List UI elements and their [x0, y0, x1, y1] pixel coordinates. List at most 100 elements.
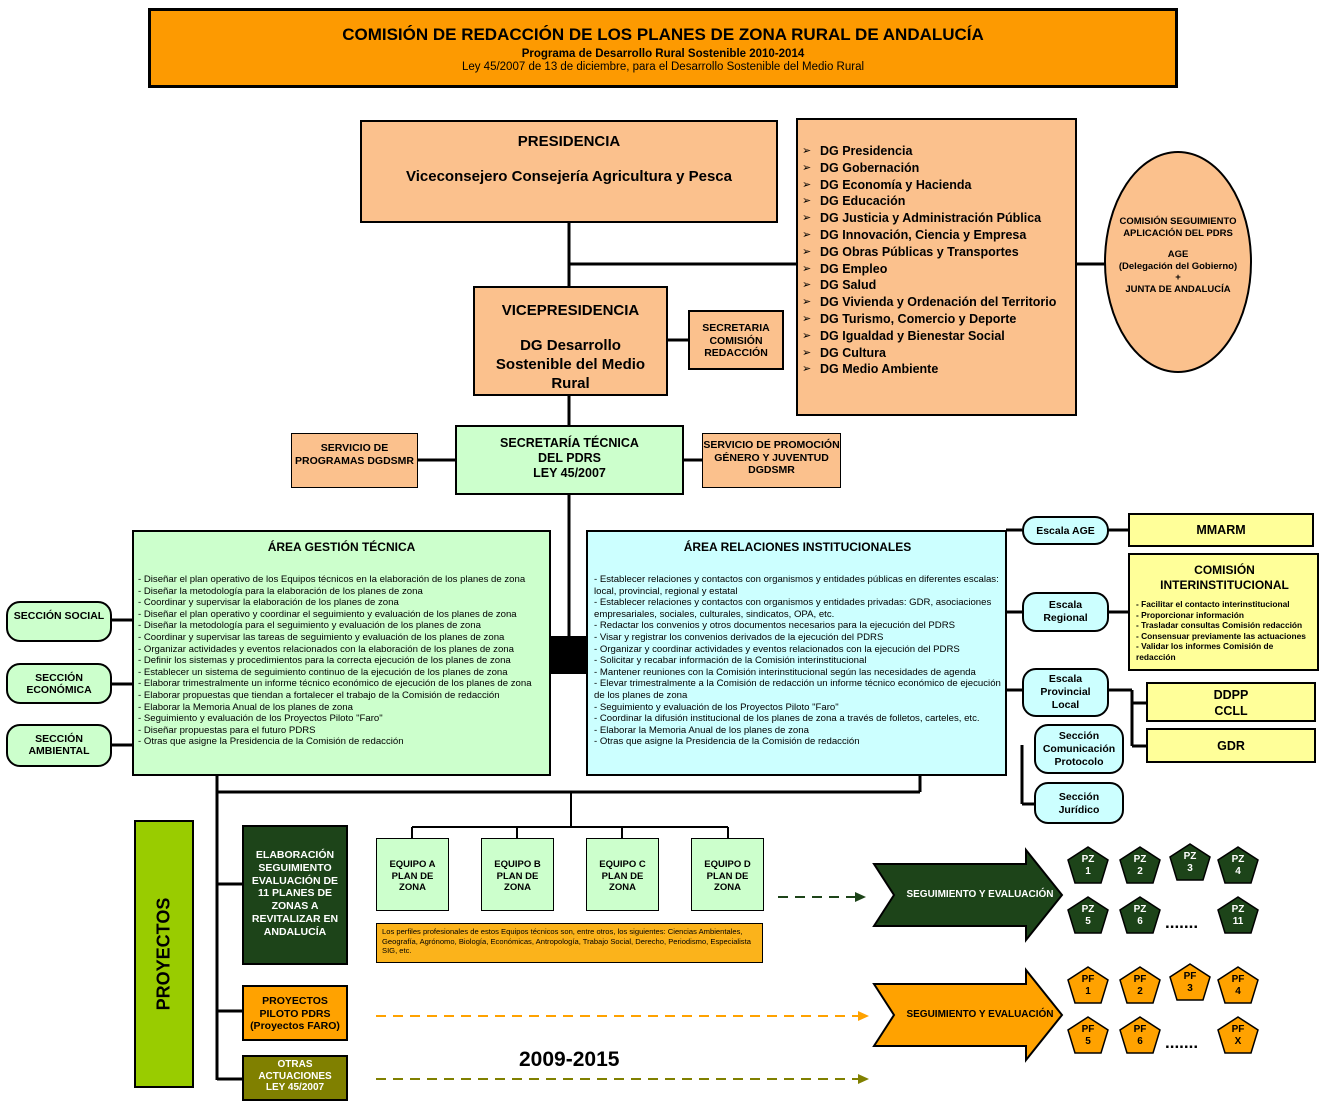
- area-relaciones-task: - Establecer relaciones y contactos con …: [594, 597, 992, 620]
- mmarm-box: MMARM: [1128, 513, 1314, 547]
- area-relaciones-box: ÁREA RELACIONES INSTITUCIONALES - Establ…: [586, 530, 1007, 776]
- seccion-comunicacion: Sección Comunicación Protocolo: [1034, 724, 1124, 774]
- comision-seguimiento-plus: +: [1175, 272, 1181, 283]
- area-gestion-tasks: - Diseñar el plan operativo de los Equip…: [138, 574, 545, 748]
- otras-actuaciones-box: OTRAS ACTUACIONES LEY 45/2007: [242, 1055, 348, 1101]
- area-gestion-task: - Diseñar la metodología para el seguimi…: [138, 620, 481, 632]
- area-gestion-task: - Elaborar propuestas que tiendan a fort…: [138, 689, 500, 701]
- comision-seguimiento-age: AGE: [1167, 249, 1189, 260]
- dg-list-item: DG Cultura: [798, 345, 1075, 362]
- area-relaciones-tasks: - Establecer relaciones y contactos con …: [594, 574, 1001, 748]
- area-gestion-task: - Elaborar la Memoria Anual de los plane…: [138, 701, 353, 713]
- title-subtitle: Programa de Desarrollo Rural Sostenible …: [521, 48, 805, 60]
- area-gestion-task: - Seguimiento y evaluación de los Proyec…: [138, 713, 383, 725]
- comision-seguimiento: COMISIÓN SEGUIMIENTO APLICACIÓN DEL PDRS…: [1108, 216, 1248, 295]
- dg-list-item: DG Gobernación: [798, 160, 1075, 177]
- area-gestion-task: - Diseñar el plan operativo y coordinar …: [138, 608, 517, 620]
- area-gestion-task: - Diseñar la metodología para la elabora…: [138, 585, 423, 597]
- elaboracion-box: ELABORACIÓN SEGUIMIENTO EVALUACIÓN DE 11…: [242, 825, 348, 965]
- equipo-box: EQUIPO A PLAN DE ZONA: [376, 838, 449, 911]
- big-arrow-pf: [872, 967, 1064, 1063]
- area-relaciones-task: - Visar y registrar los convenios deriva…: [594, 631, 884, 643]
- area-gestion-task: - Elaborar trimestralmente un informe té…: [138, 678, 532, 690]
- vicepresidencia-body: DG Desarrollo Sostenible del Medio Rural: [495, 337, 646, 392]
- comision-seguimiento-delegacion: (Delegación del Gobierno): [1118, 260, 1238, 272]
- seguimiento-label-pz: SEGUIMIENTO Y EVALUACIÓN: [906, 889, 1054, 900]
- area-relaciones-task: - Mantener reuniones con la Comisión int…: [594, 666, 976, 678]
- seccion-economica: SECCIÓN ECONÓMICA: [6, 663, 112, 704]
- area-relaciones-task: - Coordinar la difusión institucional de…: [594, 713, 980, 725]
- comision-interinstitucional-item: - Proporcionar información: [1136, 609, 1244, 620]
- area-gestion-task: - Otras que asigne la Presidencia de la …: [138, 736, 404, 748]
- area-gestion-task: - Establecer un sistema de seguimiento c…: [138, 666, 508, 678]
- presidencia-title: PRESIDENCIA: [517, 133, 621, 150]
- area-relaciones-task: - Elevar trimestralmente a la Comisión d…: [594, 678, 1001, 701]
- dg-list-box: DG PresidenciaDG GobernaciónDG Economía …: [796, 118, 1077, 416]
- secretaria-tecnica-l2: DEL PDRS: [538, 451, 601, 465]
- seccion-ambiental: SECCIÓN AMBIENTAL: [6, 724, 112, 767]
- comision-interinstitucional-box: COMISIÓN INTERINSTITUCIONAL - Facilitar …: [1128, 553, 1319, 671]
- comision-interinstitucional-item: - Trasladar consultas Comisión redacción: [1136, 620, 1303, 631]
- area-gestion-task: - Organizar actividades y eventos relaci…: [138, 643, 514, 655]
- comision-seguimiento-ellipse: [1104, 151, 1252, 373]
- dg-list-item: DG Presidencia: [798, 143, 1075, 160]
- area-relaciones-task: - Redactar los convenios y otros documen…: [594, 620, 956, 632]
- presidencia-body: Viceconsejero Consejería Agricultura y P…: [406, 168, 732, 185]
- servicio-promocion-box: SERVICIO DE PROMOCIÓN GÉNERO Y JUVENTUD …: [702, 433, 841, 488]
- seguimiento-label-pf: SEGUIMIENTO Y EVALUACIÓN: [906, 1009, 1054, 1020]
- dg-list-item: DG Obras Públicas y Transportes: [798, 244, 1075, 261]
- comision-interinstitucional-item: - Validar los informes Comisión de redac…: [1136, 641, 1274, 662]
- comision-interinstitucional-items: - Facilitar el contacto interinstitucion…: [1136, 599, 1313, 663]
- secretaria-tecnica-box: SECRETARÍA TÉCNICA DEL PDRS LEY 45/2007: [455, 425, 684, 495]
- proyectos-box: PROYECTOS: [134, 820, 194, 1088]
- period-label: 2009-2015: [519, 1048, 620, 1071]
- comision-seguimiento-title: COMISIÓN SEGUIMIENTO APLICACIÓN DEL PDRS: [1119, 216, 1237, 239]
- comision-interinstitucional-item: - Facilitar el contacto interinstitucion…: [1136, 599, 1290, 609]
- vicepresidencia-title: VICEPRESIDENCIA: [501, 302, 640, 319]
- escala-age: Escala AGE: [1022, 516, 1109, 545]
- dg-list-item: DG Salud: [798, 277, 1075, 294]
- comision-interinstitucional-title: COMISIÓN INTERINSTITUCIONAL: [1160, 563, 1289, 592]
- comision-seguimiento-junta: JUNTA DE ANDALUCÍA: [1125, 283, 1231, 295]
- dg-list-item: DG Innovación, Ciencia y Empresa: [798, 227, 1075, 244]
- area-gestion-task: - Definir los sistemas y procedimientos …: [138, 655, 511, 667]
- big-arrow-pz: [872, 847, 1064, 943]
- proyectos-label: PROYECTOS: [153, 897, 174, 1011]
- gdr-box: GDR: [1146, 728, 1316, 763]
- area-relaciones-title: ÁREA RELACIONES INSTITUCIONALES: [683, 540, 912, 554]
- equipo-box: EQUIPO C PLAN DE ZONA: [586, 838, 659, 911]
- area-gestion-task: - Diseñar el plan operativo de los Equip…: [138, 574, 526, 585]
- dg-list-item: DG Economía y Hacienda: [798, 177, 1075, 194]
- area-relaciones-task: - Otras que asigne la Presidencia de la …: [594, 736, 860, 748]
- escala-provincial: Escala Provincial Local: [1022, 668, 1109, 717]
- dg-list-item: DG Vivienda y Ordenación del Territorio: [798, 294, 1075, 311]
- area-relaciones-task: - Solicitar y recabar información de la …: [594, 655, 867, 667]
- area-relaciones-task: - Organizar y coordinar actividades y ev…: [594, 643, 960, 655]
- area-relaciones-task: - Establecer relaciones y contactos con …: [594, 574, 999, 597]
- area-gestion-box: ÁREA GESTIÓN TÉCNICA - Diseñar el plan o…: [132, 530, 551, 776]
- area-gestion-task: - Coordinar y supervisar la elaboración …: [138, 597, 399, 609]
- pf-ellipsis: .......: [1165, 1033, 1199, 1052]
- dg-list-item: DG Empleo: [798, 261, 1075, 278]
- title-law: Ley 45/2007 de 13 de diciembre, para el …: [461, 61, 865, 73]
- presidencia-box: PRESIDENCIA Viceconsejero Consejería Agr…: [360, 120, 778, 223]
- dg-list: DG PresidenciaDG GobernaciónDG Economía …: [798, 143, 1075, 378]
- vicepresidencia-box: VICEPRESIDENCIA DG Desarrollo Sostenible…: [473, 286, 668, 396]
- area-gestion-task: - Coordinar y supervisar las tareas de s…: [138, 631, 505, 643]
- comision-interinstitucional-item: - Consensuar previamente las actuaciones: [1136, 630, 1306, 641]
- dg-list-item: DG Medio Ambiente: [798, 361, 1075, 378]
